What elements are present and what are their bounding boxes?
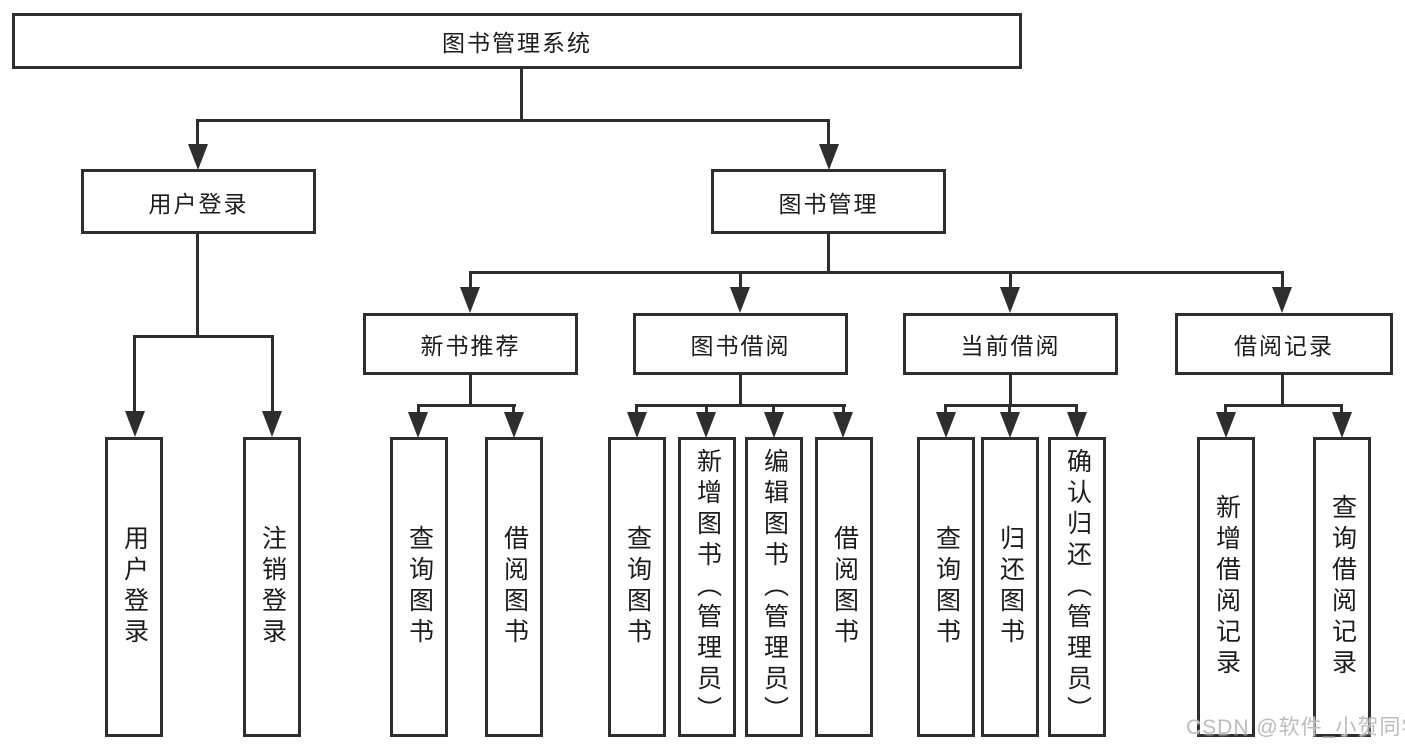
connector-arrowhead [262, 411, 282, 437]
connector-arrowhead [125, 411, 145, 437]
connector-line [469, 271, 1284, 274]
connector-arrowhead [1332, 412, 1352, 438]
connector-arrowhead [1000, 287, 1020, 313]
leaf-query-books-recommend: 查询图书 [390, 437, 448, 737]
connector-line [1281, 374, 1284, 407]
connector-line [196, 119, 199, 149]
connector-line [827, 233, 830, 274]
connector-line [635, 404, 846, 407]
leaf-query-books-borrow: 查询图书 [608, 437, 666, 737]
connector-arrowhead [833, 412, 853, 438]
leaf-edit-books-admin: 编辑图书（管理员） [745, 437, 803, 737]
connector-arrowhead [408, 412, 428, 438]
leaf-query-borrow-record: 查询借阅记录 [1313, 437, 1371, 737]
connector-line [1008, 404, 1011, 416]
leaf-borrow-books-recommend: 借阅图书 [485, 437, 543, 737]
connector-line [705, 404, 708, 416]
leaf-borrow-books: 借阅图书 [815, 437, 873, 737]
connector-arrowhead [188, 144, 208, 170]
leaf-add-borrow-record: 新增借阅记录 [1197, 437, 1255, 737]
connector-arrowhead [696, 412, 716, 438]
connector-line [1281, 271, 1284, 291]
leaf-user-login: 用户登录 [105, 437, 163, 737]
connector-line [271, 335, 274, 415]
connector-line [520, 68, 523, 122]
connector-line [1224, 404, 1343, 407]
connector-line [133, 335, 136, 415]
node-book-borrow: 图书借阅 [633, 313, 848, 375]
connector-arrowhead [627, 412, 647, 438]
connector-line [469, 271, 472, 291]
connector-line [196, 119, 830, 122]
leaf-confirm-return-admin: 确认归还（管理员） [1048, 437, 1106, 737]
csdn-watermark: CSDN @软件_小贺同学 [1186, 716, 1405, 739]
leaf-return-books: 归还图书 [981, 437, 1039, 737]
connector-line [417, 404, 420, 416]
connector-line [739, 271, 742, 291]
connector-line [827, 119, 830, 149]
connector-arrowhead [1067, 412, 1087, 438]
connector-line [1224, 404, 1227, 416]
connector-line [944, 404, 1078, 407]
connector-line [1340, 404, 1343, 416]
node-borrow-records: 借阅记录 [1175, 313, 1393, 375]
connector-line [944, 404, 947, 416]
connector-line [133, 335, 274, 338]
node-current-borrow: 当前借阅 [903, 313, 1118, 375]
node-root: 图书管理系统 [12, 13, 1022, 69]
connector-arrowhead [819, 144, 839, 170]
connector-arrowhead [936, 412, 956, 438]
connector-line [1009, 271, 1012, 291]
connector-line [772, 404, 775, 416]
connector-line [196, 233, 199, 338]
connector-line [635, 404, 638, 416]
connector-arrowhead [1216, 412, 1236, 438]
connector-arrowhead [764, 412, 784, 438]
connector-arrowhead [1272, 287, 1292, 313]
connector-line [739, 374, 742, 407]
connector-arrowhead [1000, 412, 1020, 438]
connector-arrowhead [730, 287, 750, 313]
connector-line [1075, 404, 1078, 416]
leaf-add-books-admin: 新增图书（管理员） [678, 437, 736, 737]
leaf-logout: 注销登录 [243, 437, 301, 737]
connector-line [417, 404, 516, 407]
node-book-management: 图书管理 [711, 169, 946, 234]
connector-line [512, 404, 515, 416]
node-user-login: 用户登录 [81, 169, 316, 234]
connector-line [1009, 374, 1012, 407]
node-new-book-recommend: 新书推荐 [363, 313, 578, 375]
connector-arrowhead [504, 412, 524, 438]
connector-line [842, 404, 845, 416]
connector-arrowhead [460, 287, 480, 313]
leaf-query-books-current: 查询图书 [917, 437, 975, 737]
connector-line [469, 374, 472, 407]
